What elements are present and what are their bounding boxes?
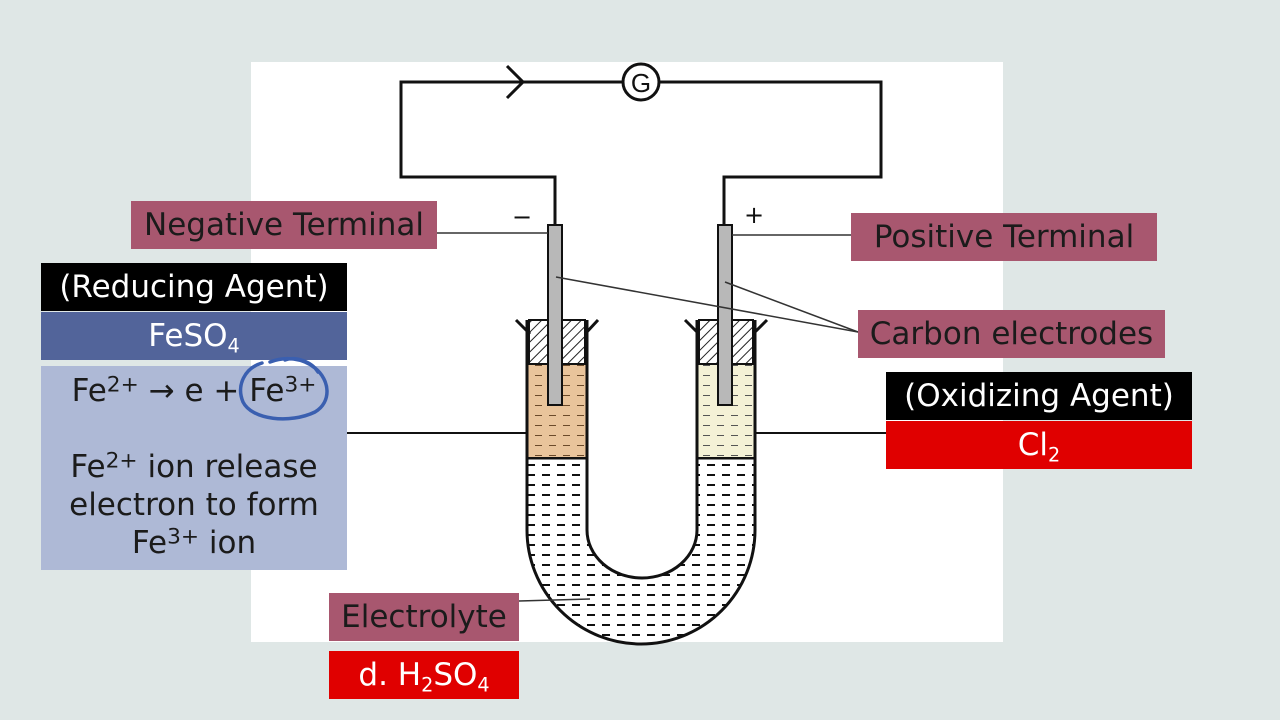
explanation-line-1: Fe2+ ion release	[70, 448, 318, 485]
right-carbon-electrode	[717, 224, 733, 406]
oxidizing-agent-label: (Oxidizing Agent)	[886, 372, 1192, 420]
galvanometer-icon	[621, 62, 661, 102]
negative-terminal-label: Negative Terminal	[131, 201, 437, 249]
positive-terminal-label: Positive Terminal	[851, 213, 1157, 261]
explanation-line-2: electron to form	[69, 487, 319, 523]
carbon-electrodes-label: Carbon electrodes	[858, 310, 1165, 358]
half-reaction-equation: Fe2+ → e + Fe3+	[71, 372, 317, 409]
electrolyte-pointer	[518, 598, 591, 602]
carbon-pointer-right	[724, 281, 859, 333]
positive-sign: +	[744, 201, 764, 229]
cl2-label: Cl2	[886, 421, 1192, 469]
negative-sign: −	[512, 203, 532, 231]
u-tube-electrolyte	[525, 456, 757, 646]
feso4-formula: FeSO4	[148, 318, 240, 358]
acid-label: d. H2SO4	[329, 651, 519, 699]
left-carbon-electrode	[547, 224, 563, 406]
galvanometer-letter: G	[631, 68, 651, 98]
half-reaction-panel: Fe2+ → e + Fe3+ Fe2+ ion release electro…	[41, 366, 347, 570]
cl2-formula: Cl2	[1017, 427, 1061, 467]
explanation-line-3: Fe3+ ion	[131, 524, 257, 561]
current-arrow-icon	[505, 64, 526, 100]
electrolyte-label: Electrolyte	[329, 593, 519, 641]
acid-formula: d. H2SO4	[358, 657, 490, 697]
carbon-pointer-left	[555, 276, 859, 333]
feso4-label: FeSO4	[41, 312, 347, 360]
reducing-agent-label: (Reducing Agent)	[41, 263, 347, 311]
